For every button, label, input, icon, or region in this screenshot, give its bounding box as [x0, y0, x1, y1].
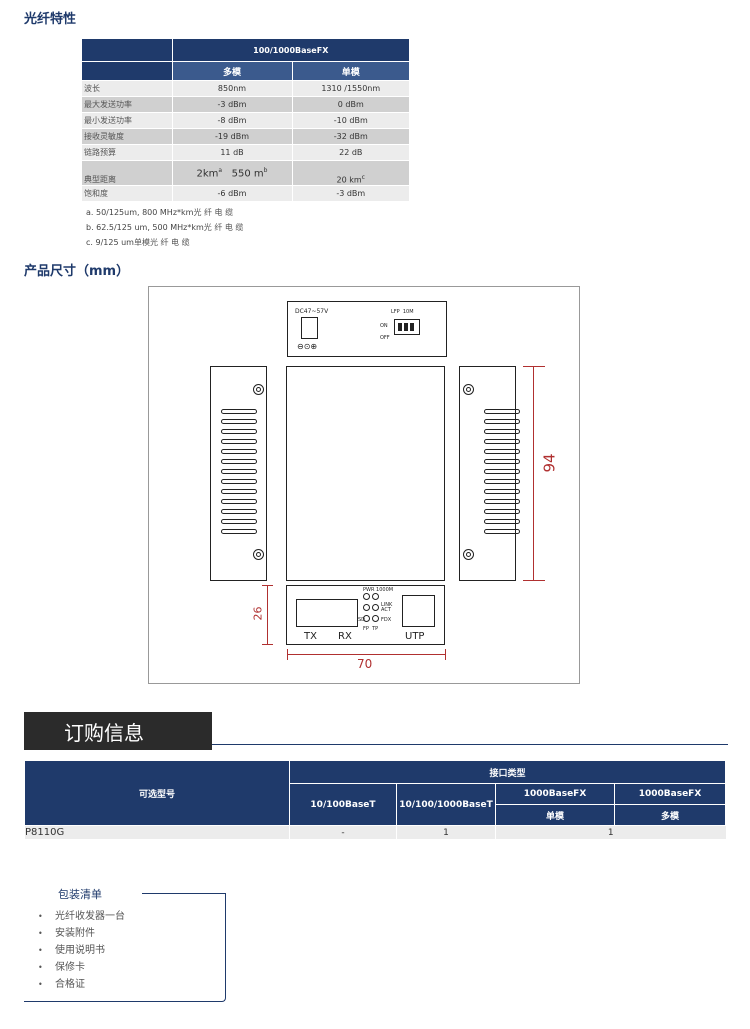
dimension-drawing: DC47~57V ⊖⊙⊕ LFP 10M ON OFF TX RX PWR 10…: [148, 286, 580, 684]
col-1000basefx-sm: 1000BaseFX: [495, 783, 615, 805]
note-a: a. 50/125um, 800 MHz*km光 纤 电 缆: [86, 208, 234, 217]
table-row: 链路预算 11 dB 22 dB: [82, 144, 410, 161]
vent-slot-icon: [221, 529, 257, 534]
vent-slot-icon: [221, 449, 257, 454]
interface-header: 接口类型: [288, 760, 727, 784]
led-icon: [372, 593, 379, 600]
model-cell: P8110G: [24, 825, 290, 839]
subcol-singlemode: 单模: [495, 804, 615, 826]
table-row: 波长 850nm 1310 /1550nm: [82, 80, 410, 97]
vent-slot-icon: [484, 469, 520, 474]
list-item: 合格证: [38, 976, 125, 993]
polarity-icon: ⊖⊙⊕: [297, 342, 318, 351]
screw-icon: [253, 549, 264, 560]
panel-height-dimension: 26: [251, 606, 265, 621]
led-icon: [363, 615, 370, 622]
led-icon: [372, 604, 379, 611]
led-icon: [363, 593, 370, 600]
vent-slot-icon: [221, 439, 257, 444]
fiber-header-blank: [82, 39, 172, 62]
screw-icon: [253, 384, 264, 395]
left-rail: [210, 366, 267, 581]
power-panel: DC47~57V ⊖⊙⊕ LFP 10M ON OFF: [287, 301, 447, 357]
vent-slot-icon: [221, 509, 257, 514]
vent-slot-icon: [484, 419, 520, 424]
right-rail: [459, 366, 520, 581]
fiber-col-singlemode: 单模: [291, 61, 410, 81]
order-title: 订购信息: [64, 721, 144, 745]
vent-slot-icon: [484, 529, 520, 534]
dimensions-section-title: 产品尺寸（mm）: [24, 264, 130, 279]
led-icon: [363, 604, 370, 611]
width-dimension: 70: [357, 657, 373, 671]
power-label: DC47~57V: [295, 308, 329, 315]
dip-switch-icon: [394, 319, 420, 335]
packing-list: 光纤收发器一台 安装附件 使用说明书 保修卡 合格证: [38, 908, 125, 993]
vent-slot-icon: [221, 499, 257, 504]
fiber-col-multimode: 多模: [171, 61, 292, 81]
fiber-section-title: 光纤特性: [24, 12, 77, 27]
vent-slot-icon: [221, 429, 257, 434]
list-item: 保修卡: [38, 959, 125, 976]
vent-slot-icon: [484, 429, 520, 434]
table-row: 最大发送功率 -3 dBm 0 dBm: [82, 96, 410, 113]
vent-slot-icon: [221, 459, 257, 464]
vent-slot-icon: [484, 459, 520, 464]
col-1000basefx-mm: 1000BaseFX: [613, 783, 727, 805]
order-banner: 订购信息: [24, 712, 212, 750]
list-item: 安装附件: [38, 925, 125, 942]
vent-slot-icon: [484, 449, 520, 454]
rx-label: RX: [338, 631, 352, 642]
height-dimension: 94: [540, 453, 559, 473]
vent-slot-icon: [484, 509, 520, 514]
vent-slot-icon: [484, 439, 520, 444]
table-row: P8110G - 1 1: [24, 825, 726, 839]
fiber-port: [296, 599, 358, 627]
vent-slot-icon: [221, 419, 257, 424]
table-row: 饱和度 -6 dBm -3 dBm: [82, 185, 410, 202]
device-body: [286, 366, 445, 581]
fiber-spec-table: 100/1000BaseFX 多模 单模 波长 850nm 1310 /1550…: [82, 39, 410, 202]
list-item: 光纤收发器一台: [38, 908, 125, 925]
fiber-header: 100/1000BaseFX: [171, 39, 410, 62]
screw-icon: [463, 384, 474, 395]
tx-label: TX: [304, 631, 317, 642]
vent-slot-icon: [221, 479, 257, 484]
vent-slot-icon: [221, 409, 257, 414]
vent-slot-icon: [484, 489, 520, 494]
table-row: 接收灵敏度 -19 dBm -32 dBm: [82, 128, 410, 145]
led-icon: [372, 615, 379, 622]
vent-slot-icon: [484, 479, 520, 484]
col-10-100-1000baset: 10/100/1000BaseT: [396, 783, 496, 826]
order-table: 可选型号 接口类型 10/100BaseT 10/100/1000BaseT 1…: [24, 760, 727, 839]
table-row: 最小发送功率 -8 dBm -10 dBm: [82, 112, 410, 129]
vent-slot-icon: [221, 469, 257, 474]
col-10-100baset: 10/100BaseT: [289, 783, 397, 826]
vent-slot-icon: [484, 499, 520, 504]
divider: [212, 744, 728, 745]
screw-icon: [463, 549, 474, 560]
packing-box: [24, 893, 226, 1002]
rj45-port: [402, 595, 435, 627]
list-item: 使用说明书: [38, 942, 125, 959]
packing-title: 包装清单: [58, 888, 102, 901]
power-connector: [301, 317, 318, 339]
vent-slot-icon: [221, 519, 257, 524]
subcol-multimode: 多模: [613, 804, 727, 826]
note-b: b. 62.5/125 um, 500 MHz*km光 纤 电 缆: [86, 223, 244, 232]
table-row-distance: 典型距离 2kma 550 mb 20 kmc: [82, 160, 410, 186]
utp-label: UTP: [405, 631, 425, 642]
vent-slot-icon: [484, 519, 520, 524]
fiber-notes: a. 50/125um, 800 MHz*km光 纤 电 缆 b. 62.5/1…: [86, 205, 243, 250]
vent-slot-icon: [221, 489, 257, 494]
model-header: 可选型号: [24, 760, 290, 826]
note-c: c. 9/125 um单模光 纤 电 缆: [86, 238, 190, 247]
vent-slot-icon: [484, 409, 520, 414]
